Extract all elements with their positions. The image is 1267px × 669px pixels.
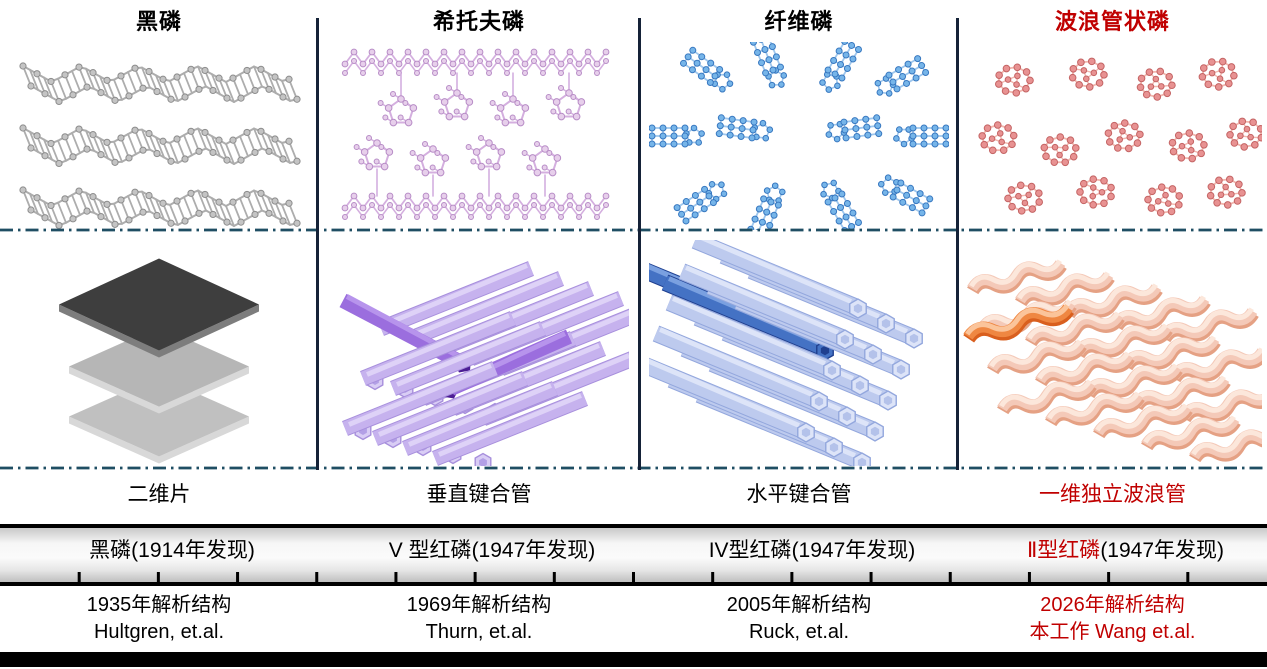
caption-fibrous-phosphorus: 2005年解析结构 Ruck, et.al.: [640, 592, 958, 646]
caption-hittorf-phosphorus: 1969年解析结构 Thurn, et.al.: [318, 592, 640, 646]
column-divider-1: [316, 18, 319, 470]
solved-authors: Ruck, et.al.: [748, 621, 850, 643]
solved-year: 1969年解析结构: [406, 594, 552, 616]
black-phosphorus-atomic-structure: [19, 62, 301, 230]
morphology-label-1d-wavy-tubes: 一维独立波浪管: [1039, 483, 1186, 506]
fibrous-phosphorus-atomic-structure: [649, 42, 949, 230]
bottom-black-bar: [0, 652, 1267, 667]
column-title-black-phosphorus: 黑磷: [135, 9, 182, 34]
timeline-name: V 型红磷: [388, 539, 472, 562]
morphology-label-2d-sheet: 二维片: [127, 483, 191, 506]
dashdot-divider-top: [0, 228, 1267, 232]
timeline-name: Ⅱ型红磷: [1026, 539, 1101, 562]
solved-authors: Hultgren, et.al.: [93, 621, 225, 643]
wavy-tubular-phosphorus-3d-render: [963, 259, 1262, 463]
timeline-entry-type-v-red-phosphorus: V 型红磷(1947年发现): [318, 528, 640, 574]
timeline-tick-marks: [77, 572, 1190, 585]
wavy-tubular-phosphorus-atomic-structure: [978, 57, 1262, 217]
column-title-wavy-tubular-phosphorus: 波浪管状磷: [1054, 9, 1170, 34]
column-divider-3: [956, 18, 959, 470]
fibrous-phosphorus-3d-render: [649, 240, 923, 466]
timeline-discovery-year: (1947年发现): [471, 539, 596, 562]
morphology-label-horizontal-bonded-tubes: 水平键合管: [746, 483, 852, 506]
solved-year: 1935年解析结构: [86, 594, 232, 616]
timeline-discovery-year: (1947年发现): [1100, 539, 1225, 562]
caption-wavy-tubular-phosphorus: 2026年解析结构 本工作 Wang et.al.: [958, 592, 1267, 646]
column-title-fibrous-phosphorus: 纤维磷: [764, 9, 834, 34]
solved-year: 2005年解析结构: [726, 594, 872, 616]
hittorf-phosphorus-atomic-structure: [341, 48, 610, 220]
column-divider-2: [638, 18, 641, 470]
dashdot-divider-bottom: [0, 466, 1267, 470]
morphology-label-vertical-bonded-tubes: 垂直键合管: [426, 483, 532, 506]
caption-black-phosphorus: 1935年解析结构 Hultgren, et.al.: [0, 592, 318, 646]
black-phosphorus-3d-render: [59, 258, 259, 464]
column-title-hittorf-phosphorus: 希托夫磷: [432, 9, 525, 34]
solved-authors: Thurn, et.al.: [425, 621, 533, 643]
timeline-entry-type-iv-red-phosphorus: IV型红磷(1947年发现): [640, 528, 958, 574]
timeline-discovery-year: (1947年发现): [791, 539, 916, 562]
timeline-name: IV型红磷: [708, 539, 792, 562]
timeline-name: 黑磷: [89, 539, 132, 562]
solved-year: 2026年解析结构: [1040, 594, 1185, 616]
timeline-discovery-year: (1914年发现): [131, 539, 255, 562]
timeline-entry-black-phosphorus: 黑磷(1914年发现): [0, 528, 318, 574]
solved-authors: 本工作 Wang et.al.: [1029, 621, 1196, 643]
hittorf-phosphorus-3d-render: [339, 261, 629, 466]
timeline-entry-type-ii-red-phosphorus: Ⅱ型红磷(1947年发现): [958, 528, 1267, 574]
